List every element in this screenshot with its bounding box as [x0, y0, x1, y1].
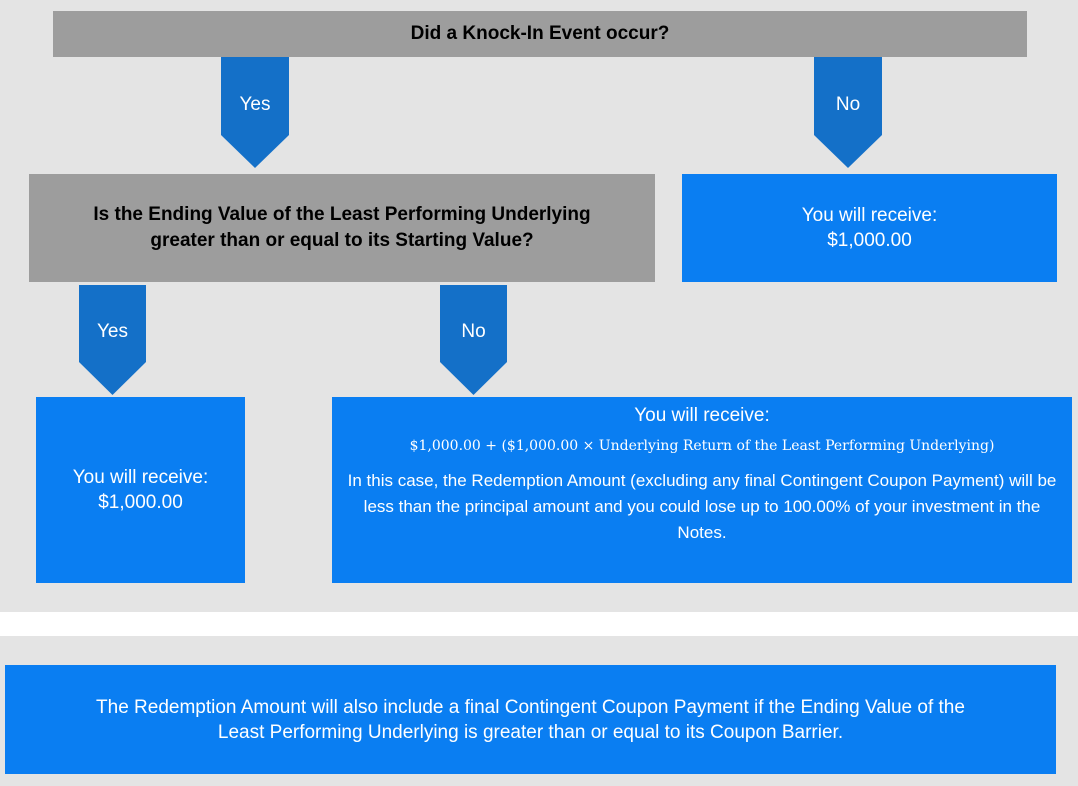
- arrow-down-icon: [79, 285, 146, 395]
- loss-formula: $1,000.00 + ($1,000.00 × Underlying Retu…: [409, 438, 995, 454]
- ending-value-question-line2: greater than or equal to its Starting Va…: [150, 230, 534, 251]
- top-no-label: No: [835, 94, 861, 115]
- yes-receive-label: You will receive:: [72, 467, 209, 488]
- second-no-label: No: [461, 321, 486, 342]
- second-yes-arrow: Yes: [79, 285, 146, 395]
- coupon-note-line1: The Redemption Amount will also include …: [96, 696, 965, 718]
- ending-value-question-line1: Is the Ending Value of the Least Perform…: [93, 204, 591, 225]
- no-knock-in-outcome-box: You will receive: $1,000.00: [682, 174, 1057, 282]
- loss-receive-label: You will receive:: [634, 405, 770, 426]
- arrow-down-icon: [221, 57, 289, 168]
- no-knock-in-receive-amount: $1,000.00: [827, 230, 912, 251]
- top-yes-label: Yes: [239, 94, 271, 115]
- yes-receive-amount: $1,000.00: [98, 492, 183, 513]
- second-yes-label: Yes: [97, 321, 128, 342]
- arrow-down-icon: [814, 57, 882, 168]
- top-yes-arrow: Yes: [221, 57, 289, 168]
- yes-outcome-box: You will receive: $1,000.00: [36, 397, 245, 583]
- arrow-down-icon: [440, 285, 507, 395]
- no-knock-in-receive-label: You will receive:: [801, 205, 938, 226]
- second-no-arrow: No: [440, 285, 507, 395]
- loss-outcome-box: You will receive: $1,000.00 + ($1,000.00…: [332, 397, 1072, 583]
- coupon-note-line2: Least Performing Underlying is greater t…: [217, 721, 844, 743]
- top-no-arrow: No: [814, 57, 882, 168]
- ending-value-question-box: Is the Ending Value of the Least Perform…: [29, 174, 655, 282]
- loss-explanation-text: In this case, the Redemption Amount (exc…: [347, 471, 1057, 542]
- knock-in-question-box: Did a Knock-In Event occur?: [53, 11, 1027, 57]
- coupon-note-box: The Redemption Amount will also include …: [5, 665, 1056, 774]
- knock-in-question-text: Did a Knock-In Event occur?: [410, 23, 670, 44]
